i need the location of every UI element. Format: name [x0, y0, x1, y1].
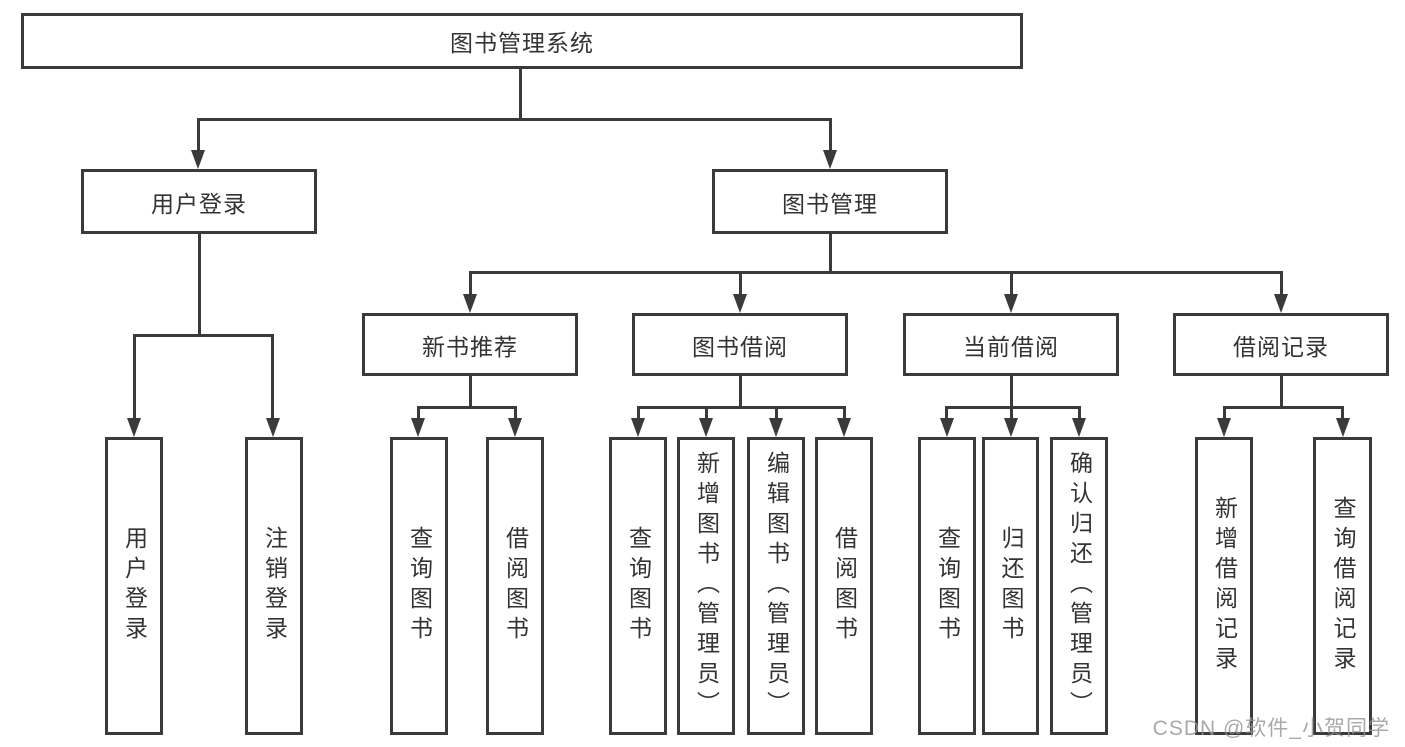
connector-line	[843, 406, 846, 420]
arrowhead-icon	[1336, 418, 1350, 437]
node-new-book-recommendation: 新书推荐	[362, 313, 578, 376]
connector-line	[519, 69, 522, 120]
node-label: 图书管理	[782, 190, 878, 217]
connector-line	[133, 334, 274, 337]
connector-line	[945, 406, 948, 420]
connector-line	[271, 334, 274, 420]
connector-line	[1341, 406, 1344, 420]
node-label: 查询图书	[625, 526, 652, 646]
node-label: 注销登录	[261, 526, 288, 646]
connector-line	[1223, 406, 1226, 420]
connector-line	[133, 334, 136, 420]
node-label: 归还图书	[998, 526, 1024, 646]
connector-line	[829, 118, 832, 153]
connector-line	[1280, 271, 1283, 296]
arrowhead-icon	[823, 150, 837, 169]
leaf-current-return-books: 归还图书	[982, 437, 1039, 735]
arrowhead-icon	[699, 418, 713, 437]
node-root: 图书管理系统	[21, 13, 1023, 69]
node-label: 图书借阅	[692, 333, 788, 360]
node-borrowing-records: 借阅记录	[1173, 313, 1389, 376]
connector-line	[1010, 271, 1013, 296]
arrowhead-icon	[940, 418, 954, 437]
connector-line	[514, 406, 517, 420]
node-label: 借阅记录	[1233, 333, 1329, 360]
node-label: 新书推荐	[422, 333, 518, 360]
node-book-borrowing: 图书借阅	[632, 313, 848, 376]
connector-line	[469, 271, 1283, 274]
leaf-borrowing-add-books-admin: 新增图书（管理员）	[677, 437, 735, 735]
node-user-login: 用户登录	[81, 169, 317, 234]
node-label: 借阅图书	[831, 526, 858, 646]
leaf-newbook-query-books: 查询图书	[390, 437, 448, 735]
connector-line	[1223, 406, 1344, 409]
node-label: 编辑图书（管理员）	[763, 451, 790, 721]
leaf-records-query-record: 查询借阅记录	[1313, 437, 1372, 735]
arrowhead-icon	[463, 294, 477, 313]
node-label: 用户登录	[151, 190, 247, 217]
node-label: 当前借阅	[963, 333, 1059, 360]
leaf-borrowing-edit-books-admin: 编辑图书（管理员）	[747, 437, 805, 735]
node-current-borrowing: 当前借阅	[903, 313, 1119, 376]
connector-line	[197, 118, 200, 153]
connector-line	[739, 376, 742, 408]
connector-line	[417, 406, 517, 409]
connector-line	[739, 271, 742, 296]
node-label: 用户登录	[121, 526, 148, 646]
connector-line	[417, 406, 420, 420]
connector-line	[637, 406, 640, 420]
connector-line	[469, 376, 472, 408]
leaf-records-add-record: 新增借阅记录	[1195, 437, 1253, 735]
connector-line	[469, 271, 472, 296]
arrowhead-icon	[411, 418, 425, 437]
arrowhead-icon	[1274, 294, 1288, 313]
leaf-current-query-books: 查询图书	[918, 437, 976, 735]
connector-line	[945, 406, 1081, 409]
leaf-newbook-borrow-books: 借阅图书	[486, 437, 544, 735]
connector-line	[637, 406, 846, 409]
arrowhead-icon	[266, 418, 280, 437]
connector-line	[1280, 376, 1283, 408]
arrowhead-icon	[1004, 418, 1018, 437]
leaf-current-confirm-return-admin: 确认归还（管理员）	[1050, 437, 1108, 735]
connector-line	[775, 406, 778, 420]
arrowhead-icon	[508, 418, 522, 437]
node-book-management: 图书管理	[712, 169, 948, 234]
arrowhead-icon	[631, 418, 645, 437]
connector-line	[1010, 376, 1013, 408]
node-label: 图书管理系统	[450, 30, 594, 56]
arrowhead-icon	[127, 418, 141, 437]
node-label: 确认归还（管理员）	[1066, 451, 1093, 721]
connector-line	[1078, 406, 1081, 420]
node-label: 查询图书	[406, 526, 433, 646]
leaf-logout: 注销登录	[245, 437, 303, 735]
watermark: CSDN @软件_小贺同学	[1152, 717, 1390, 740]
connector-line	[1010, 406, 1013, 420]
connector-line	[705, 406, 708, 420]
arrowhead-icon	[1072, 418, 1086, 437]
node-label: 新增图书（管理员）	[693, 451, 720, 721]
node-label: 新增借阅记录	[1211, 496, 1238, 676]
arrowhead-icon	[733, 294, 747, 313]
arrowhead-icon	[837, 418, 851, 437]
node-label: 借阅图书	[502, 526, 529, 646]
node-label: 查询借阅记录	[1330, 496, 1356, 676]
leaf-user-login: 用户登录	[105, 437, 163, 735]
arrowhead-icon	[1217, 418, 1231, 437]
connector-line	[198, 234, 201, 337]
connector-line	[197, 118, 832, 121]
arrowhead-icon	[1004, 294, 1018, 313]
arrowhead-icon	[769, 418, 783, 437]
leaf-borrowing-borrow-books: 借阅图书	[815, 437, 873, 735]
node-label: 查询图书	[934, 526, 961, 646]
arrowhead-icon	[191, 150, 205, 169]
connector-line	[829, 234, 832, 273]
leaf-borrowing-query-books: 查询图书	[609, 437, 667, 735]
